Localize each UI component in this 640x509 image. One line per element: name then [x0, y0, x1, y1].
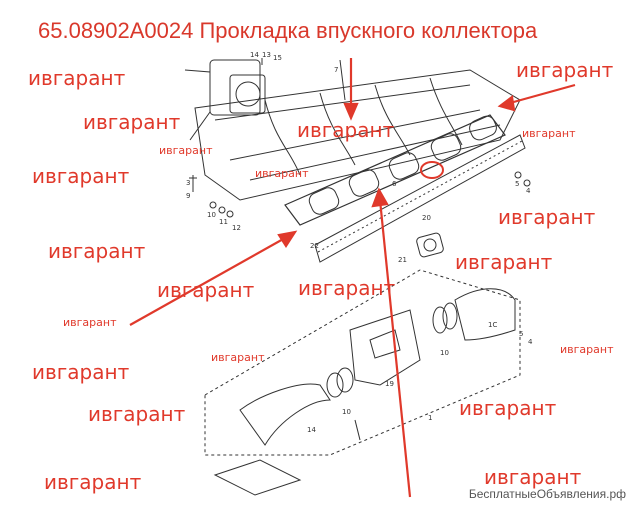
pipe-elbow: [239, 383, 331, 446]
watermark-label: ивгарант: [32, 164, 130, 188]
part-number-label: 4: [526, 187, 531, 195]
watermark-label: ивгарант: [157, 278, 255, 302]
arrow-right: [509, 83, 576, 105]
watermark-label: ивгарант: [516, 58, 614, 82]
intake-manifold: [194, 69, 521, 201]
t-pipe: [349, 309, 421, 386]
watermark-label: ивгарант: [297, 118, 395, 142]
watermark-label: ивгарант: [48, 239, 146, 263]
part-number-label: 7: [334, 66, 338, 74]
part-number-label: 12: [232, 224, 241, 232]
part-number-label: 11: [219, 218, 228, 226]
part-number-label: 5: [515, 180, 519, 188]
watermark-label: ивгарант: [255, 167, 309, 180]
intake-gasket: [284, 114, 506, 226]
part-number-label: 21: [398, 256, 407, 264]
pipe-bend: [454, 288, 516, 341]
highlight-circle: [420, 161, 444, 179]
part-number-label: 1C: [488, 321, 497, 329]
watermark-label: ивгарант: [560, 343, 614, 356]
watermark-label: ивгарант: [459, 396, 557, 420]
part-number-label: 13: [262, 51, 271, 59]
part-number-label: 9: [186, 192, 190, 200]
part-number-label: 3: [186, 179, 190, 187]
small-flange: [416, 232, 444, 258]
arrow-left: [129, 237, 286, 326]
heat-shield: [213, 459, 302, 496]
part-number-label: 19: [385, 380, 394, 388]
arrow-bottom: [378, 199, 412, 498]
lower-assembly-frame: [204, 269, 521, 456]
page-title: 65.08902A0024 Прокладка впускного коллек…: [38, 18, 538, 43]
part-number-label: 10: [342, 408, 351, 416]
part-number-label: 10: [440, 349, 449, 357]
watermark-label: ивгарант: [44, 470, 142, 494]
part-number-label: 6: [392, 180, 397, 188]
part-number-label: 14: [250, 51, 259, 59]
part-number-label: 14: [307, 426, 316, 434]
watermark-label: ивгарант: [32, 360, 130, 384]
mounting-rail: [314, 134, 526, 263]
part-number-label: 5: [519, 330, 523, 338]
watermark-label: ивгарант: [455, 250, 553, 274]
part-number-label: 4: [528, 338, 533, 346]
throttle-body: [209, 59, 261, 116]
watermark-label: ивгарант: [298, 276, 396, 300]
part-number-label: 20: [422, 214, 431, 222]
watermark-label: ивгарант: [522, 127, 576, 140]
watermark-label: ивгарант: [484, 465, 582, 489]
site-footer-label: БесплатныеОбъявления.рф: [468, 487, 626, 501]
part-number-label: 1: [428, 414, 432, 422]
part-number-label: 15: [273, 54, 282, 62]
watermark-label: ивгарант: [63, 316, 117, 329]
watermark-label: ивгарант: [211, 351, 265, 364]
watermark-label: ивгарант: [83, 110, 181, 134]
watermark-label: ивгарант: [28, 66, 126, 90]
part-number-label: 10: [207, 211, 216, 219]
watermark-label: ивгарант: [88, 402, 186, 426]
part-number-label: 22: [310, 242, 319, 250]
watermark-label: ивгарант: [159, 144, 213, 157]
watermark-label: ивгарант: [498, 205, 596, 229]
